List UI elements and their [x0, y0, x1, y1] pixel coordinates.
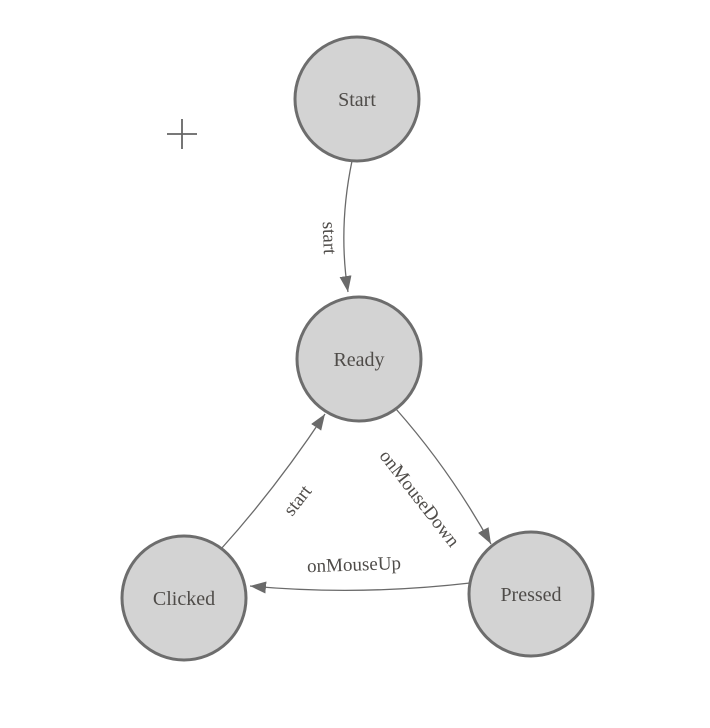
transition-start-to-ready[interactable]: start	[318, 160, 353, 293]
transition-label-start-clicked-ready: start	[280, 481, 317, 520]
state-node-clicked[interactable]: Clicked	[120, 534, 248, 662]
state-label-pressed: Pressed	[500, 584, 561, 606]
transition-label-onmousedown: onMouseDown	[375, 446, 464, 552]
state-node-pressed[interactable]: Pressed	[467, 530, 595, 658]
transition-pressed-to-clicked[interactable]: onMouseUp	[249, 553, 471, 594]
state-node-start[interactable]: Start	[293, 35, 421, 163]
state-node-ready[interactable]: Ready	[295, 295, 423, 423]
transition-label-start-ready: start	[318, 221, 340, 255]
state-circle[interactable]	[120, 534, 248, 662]
transition-line[interactable]	[395, 408, 492, 545]
state-label-start: Start	[338, 89, 376, 111]
state-circle[interactable]	[467, 530, 595, 658]
state-label-ready: Ready	[333, 349, 384, 371]
transition-line[interactable]	[249, 581, 471, 594]
transition-line[interactable]	[339, 160, 353, 293]
crosshair-plus-icon	[167, 119, 197, 149]
transition-clicked-to-ready[interactable]: start	[220, 413, 326, 550]
transition-line[interactable]	[220, 413, 326, 550]
transition-ready-to-pressed[interactable]: onMouseDown	[375, 408, 492, 552]
state-label-clicked: Clicked	[153, 588, 215, 610]
state-circle[interactable]	[293, 35, 421, 163]
state-circle[interactable]	[295, 295, 423, 423]
transition-label-onmouseup: onMouseUp	[307, 553, 402, 577]
